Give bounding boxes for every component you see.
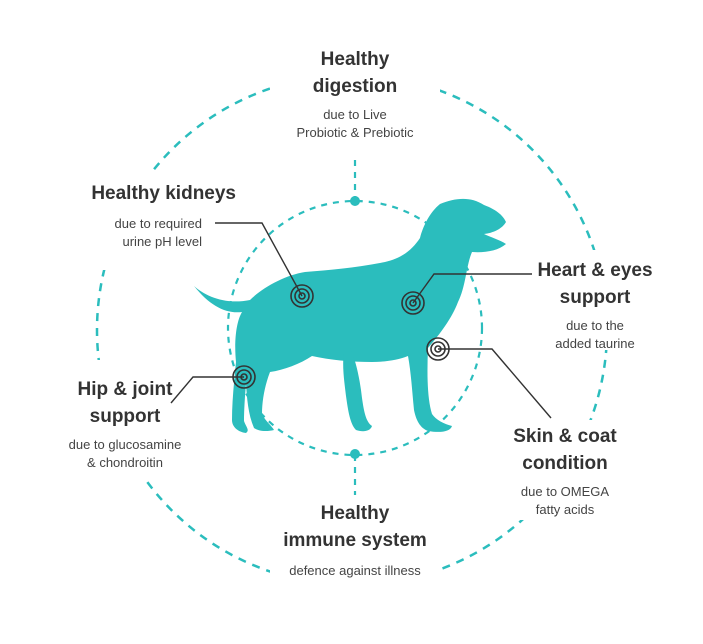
leader-kidneys	[215, 222, 303, 297]
hip-sub-1: due to glucosamine	[68, 437, 182, 452]
digestion-title-1: Healthy	[320, 49, 390, 70]
immune-sub-1: defence against illness	[289, 563, 421, 578]
top-connector-dot	[350, 196, 360, 206]
ring-gap-top	[270, 60, 440, 130]
heart-title-2: support	[559, 287, 631, 308]
skin-title-1: Skin & coat	[513, 426, 617, 447]
label-heart: Heart & eyes support due to the added ta…	[525, 257, 665, 353]
leader-heart	[412, 273, 532, 304]
immune-title-1: Healthy	[320, 503, 390, 524]
immune-title-2: immune system	[283, 530, 427, 551]
ring-gap-bottom	[270, 500, 440, 590]
ring-gap-left-low	[40, 360, 210, 480]
ring-gap-left	[60, 170, 200, 270]
ring-gap-right-low	[490, 420, 640, 520]
kidneys-sub-2: urine pH level	[122, 234, 203, 249]
hip-title-1: Hip & joint	[77, 379, 173, 400]
skin-title-2: condition	[522, 453, 608, 474]
digestion-sub-1: due to Live	[323, 107, 387, 122]
kidneys-sub-1: due to required	[114, 216, 202, 231]
label-skin: Skin & coat condition due to OMEGA fatty…	[485, 423, 645, 519]
label-hip: Hip & joint support due to glucosamine &…	[40, 376, 210, 472]
label-immune: Healthy immune system defence against il…	[255, 500, 455, 580]
marker-kidneys	[290, 284, 314, 308]
skin-sub-2: fatty acids	[535, 502, 595, 517]
ring-gap-right	[520, 250, 670, 350]
leader-hip	[170, 376, 244, 404]
digestion-title-2: digestion	[312, 76, 398, 97]
kidneys-title: Healthy kidneys	[91, 183, 236, 204]
dog-silhouette-icon	[194, 198, 506, 433]
heart-sub-1: due to the	[566, 318, 624, 333]
heart-title-1: Heart & eyes	[537, 260, 653, 281]
marker-heart	[401, 291, 425, 315]
leader-skin	[438, 348, 552, 419]
hip-title-2: support	[89, 406, 161, 427]
inner-dashed-ring	[226, 199, 484, 457]
hip-sub-2: & chondroitin	[87, 455, 163, 470]
label-kidneys: Healthy kidneys due to required urine pH…	[40, 180, 236, 251]
heart-sub-2: added taurine	[555, 336, 635, 351]
bottom-connector-dot	[350, 449, 360, 459]
digestion-sub-2: Probiotic & Prebiotic	[296, 125, 414, 140]
label-digestion: Healthy digestion due to Live Probiotic …	[270, 46, 440, 142]
skin-sub-1: due to OMEGA	[520, 484, 610, 499]
